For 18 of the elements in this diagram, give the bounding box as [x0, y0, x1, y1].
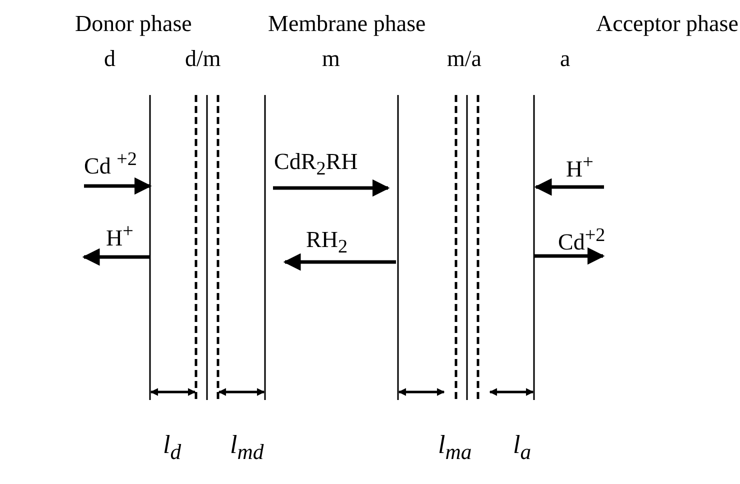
- species-label: Cd $^{+2}$: [84, 150, 137, 178]
- dimension-label: l$_{md}$: [230, 432, 264, 464]
- phase-symbol: d: [104, 47, 116, 70]
- species-label: H$^{+}$: [106, 222, 134, 250]
- phase-symbol: a: [560, 47, 570, 70]
- interface-symbol: d/m: [185, 47, 221, 70]
- species-label: Cd$^{+2}$: [558, 226, 606, 254]
- species-label: RH$_{2}$: [306, 228, 348, 257]
- phase-heading: Membrane phase: [268, 12, 426, 35]
- dimension-label: l$_{a}$: [513, 432, 532, 464]
- phase-heading: Donor phase: [75, 12, 192, 35]
- phase-heading: Acceptor phase: [596, 12, 738, 35]
- dimension-label: l$_{d}$: [163, 432, 182, 464]
- dimension-label: l$_{ma}$: [438, 432, 472, 464]
- species-label: CdR$_{2}$RH: [274, 150, 358, 179]
- species-label: H$^{+}$: [566, 153, 594, 181]
- phase-symbol: m: [322, 47, 340, 70]
- interface-symbol: m/a: [447, 47, 482, 70]
